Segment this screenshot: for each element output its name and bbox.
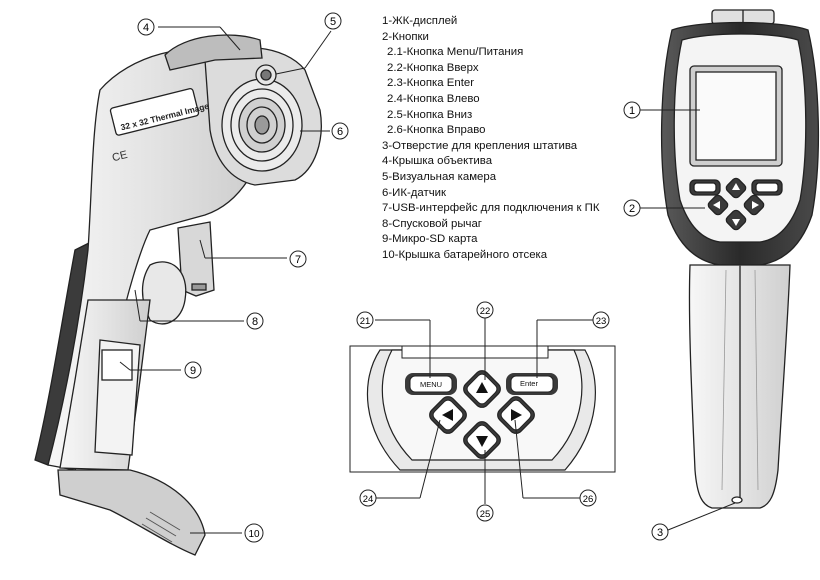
callout-23: 23 bbox=[592, 311, 610, 329]
legend-item: 5-Визуальная камера bbox=[382, 170, 497, 183]
lens-cover bbox=[164, 34, 263, 71]
label-plate bbox=[109, 87, 200, 136]
svg-text:2: 2 bbox=[629, 203, 635, 215]
thermal-imager-rear-view bbox=[660, 9, 820, 509]
svg-text:7: 7 bbox=[295, 254, 301, 266]
callout-3: 3 bbox=[651, 523, 669, 541]
menu-button[interactable]: MENU bbox=[405, 373, 457, 395]
legend-item: 9-Микро-SD карта bbox=[382, 233, 478, 246]
svg-text:9: 9 bbox=[190, 365, 196, 377]
callout-26: 26 bbox=[579, 489, 597, 507]
enter-button[interactable]: Enter bbox=[506, 373, 558, 395]
svg-text:22: 22 bbox=[480, 306, 491, 317]
right-callouts bbox=[640, 109, 736, 531]
legend-item: 8-Спусковой рычаг bbox=[382, 217, 482, 230]
button-panel-detail: MENU Enter bbox=[349, 345, 616, 473]
callout-22: 22 bbox=[476, 301, 494, 319]
legend-item: 10-Крышка батарейного отсека bbox=[382, 248, 548, 261]
svg-text:6: 6 bbox=[337, 126, 343, 138]
legend-item: 2.1-Кнопка Menu/Питания bbox=[387, 46, 524, 59]
trigger-lever bbox=[141, 261, 187, 325]
callout-2: 2 bbox=[623, 199, 641, 217]
legend-item: 6-ИК-датчик bbox=[382, 186, 446, 199]
panel-callouts bbox=[375, 318, 594, 504]
thermal-imager-side-view: 32 x 32 Thermal Imager CE bbox=[34, 34, 322, 556]
callout-4: 4 bbox=[137, 18, 155, 36]
legend-item: 2.6-Кнопка Вправо bbox=[387, 124, 486, 137]
menu-button-label: MENU bbox=[420, 380, 442, 389]
svg-text:8: 8 bbox=[252, 316, 258, 328]
svg-text:25: 25 bbox=[480, 509, 491, 520]
left-callouts bbox=[119, 26, 332, 534]
ce-mark: CE bbox=[111, 149, 129, 164]
legend-item: 4-Крышка объектива bbox=[382, 155, 493, 168]
callout-25: 25 bbox=[476, 504, 494, 522]
down-button[interactable] bbox=[465, 423, 499, 457]
battery-cover bbox=[57, 469, 206, 556]
up-button[interactable] bbox=[465, 372, 499, 406]
callout-5: 5 bbox=[324, 12, 342, 30]
parts-legend: 1-ЖК-дисплей 2-Кнопки 2.1-Кнопка Menu/Пита… bbox=[382, 14, 599, 264]
svg-text:24: 24 bbox=[363, 494, 374, 505]
callout-9: 9 bbox=[184, 361, 202, 379]
legend-item: 2.5-Кнопка Вниз bbox=[387, 108, 473, 121]
down-arrow-icon bbox=[476, 436, 488, 447]
legend-item: 2-Кнопки bbox=[382, 30, 429, 43]
callout-21: 21 bbox=[356, 311, 374, 329]
legend-item: 1-ЖК-дисплей bbox=[382, 15, 458, 27]
callout-1: 1 bbox=[623, 101, 641, 119]
callout-24: 24 bbox=[359, 489, 377, 507]
svg-text:21: 21 bbox=[360, 316, 371, 327]
callout-6: 6 bbox=[331, 122, 349, 140]
right-arrow-icon bbox=[511, 409, 522, 421]
svg-text:26: 26 bbox=[583, 494, 594, 505]
enter-button-label: Enter bbox=[520, 379, 538, 388]
legend-item: 2.2-Кнопка Вверх bbox=[387, 61, 479, 74]
left-arrow-icon bbox=[442, 409, 453, 421]
svg-text:1: 1 bbox=[629, 105, 635, 117]
svg-text:3: 3 bbox=[657, 527, 663, 539]
callout-7: 7 bbox=[289, 250, 307, 268]
callout-8: 8 bbox=[246, 312, 264, 330]
ir-sensor-rings bbox=[221, 78, 303, 172]
legend-item: 3-Отверстие для крепления штатива bbox=[382, 139, 578, 152]
legend-item: 2.3-Кнопка Enter bbox=[387, 77, 475, 90]
svg-text:4: 4 bbox=[143, 22, 149, 34]
svg-text:23: 23 bbox=[596, 316, 607, 327]
legend-item: 7-USB-интерфейс для подключения к ПК bbox=[382, 202, 600, 215]
svg-text:5: 5 bbox=[330, 16, 336, 28]
up-arrow-icon bbox=[476, 382, 488, 393]
callout-10: 10 bbox=[244, 523, 264, 543]
tripod-hole bbox=[731, 496, 743, 504]
right-button[interactable] bbox=[499, 398, 533, 432]
svg-text:10: 10 bbox=[248, 529, 260, 540]
legend-item: 2.4-Кнопка Влево bbox=[387, 92, 480, 105]
